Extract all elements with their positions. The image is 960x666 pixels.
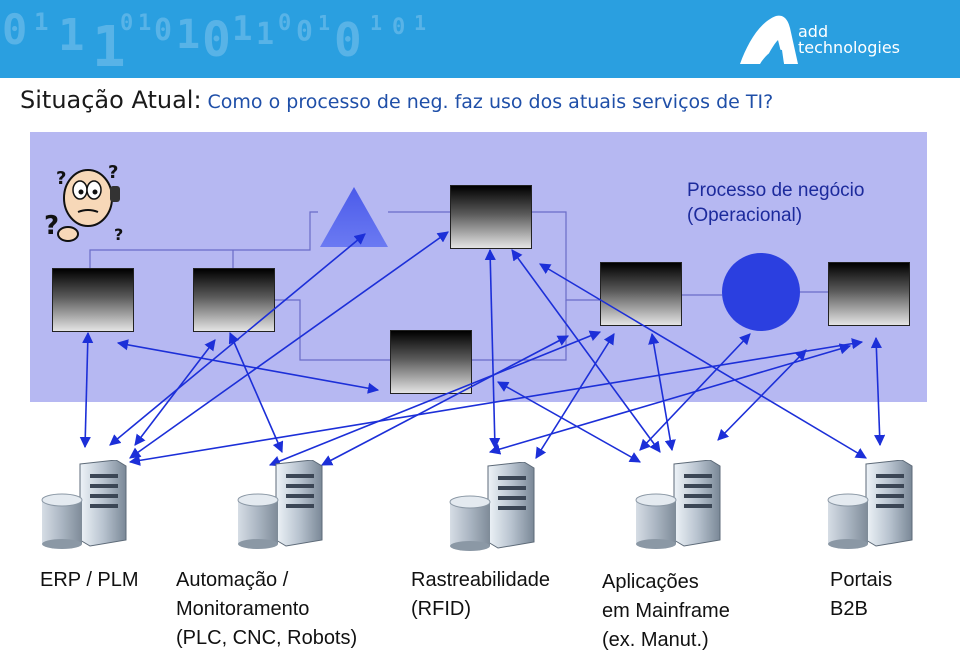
system-label-b2b: Portais B2B xyxy=(830,566,892,624)
logo-line1: add xyxy=(798,22,829,41)
connection-arrow xyxy=(648,332,676,452)
thinking-person-icon: ? ? ? ? xyxy=(44,162,123,244)
server-database-icon xyxy=(635,460,721,549)
header-banner: 0 1 1 1 0 1 0 1 0 1 1 0 0 1 0 1 0 1 add … xyxy=(0,0,960,78)
binary-digit: 1 xyxy=(34,8,48,36)
connection-arrow xyxy=(268,330,602,467)
label-line: (RFID) xyxy=(411,598,471,620)
binary-digit: 0 xyxy=(278,11,291,36)
binary-digit: 0 xyxy=(334,13,362,67)
page-title: Situação Atual:Como o processo de neg. f… xyxy=(20,86,773,126)
label-line: Monitoramento xyxy=(176,598,310,620)
binary-digit: 1 xyxy=(232,9,252,49)
connection-arrow xyxy=(79,331,94,449)
connection-arrow xyxy=(497,381,641,463)
process-box xyxy=(450,185,532,249)
binary-digit: 0 xyxy=(2,5,27,54)
server-database-icon xyxy=(827,460,913,549)
connection-arrow xyxy=(511,249,661,453)
process-label-line2: (Operacional) xyxy=(687,205,803,226)
label-line: ERP / PLM xyxy=(40,569,139,591)
binary-decoration: 0 1 1 1 0 1 0 1 0 1 1 0 0 1 0 1 0 1 xyxy=(2,5,426,78)
connection-arrow xyxy=(116,339,380,394)
system-label-mainframe: Aplicações em Mainframe (ex. Manut.) xyxy=(602,568,730,655)
connection-arrow xyxy=(484,248,501,450)
connection-arrow xyxy=(128,338,864,466)
binary-digit: 0 xyxy=(202,12,231,68)
process-label: Processo de negócio (Operacional) xyxy=(687,178,864,228)
title-subtitle: Como o processo de neg. faz uso dos atua… xyxy=(207,91,774,113)
server-database-icon xyxy=(237,460,323,549)
binary-digit: 1 xyxy=(92,15,126,78)
title-main: Situação Atual: xyxy=(20,86,202,114)
system-label-rfid: Rastreabilidade (RFID) xyxy=(411,566,550,624)
label-line: em Mainframe xyxy=(602,600,730,622)
binary-digit: 1 xyxy=(138,11,151,36)
system-label-erp: ERP / PLM xyxy=(40,566,139,595)
binary-digit: 1 xyxy=(176,12,200,58)
server-database-icon xyxy=(41,460,127,549)
binary-digit: 1 xyxy=(414,11,426,35)
binary-digit: 0 xyxy=(296,14,313,47)
svg-text:?: ? xyxy=(56,168,66,189)
binary-digit: 0 xyxy=(120,11,133,36)
label-line: B2B xyxy=(830,598,868,620)
binary-digit: 0 xyxy=(392,15,405,40)
server-database-icon xyxy=(449,462,535,551)
label-line: Aplicações xyxy=(602,571,699,593)
connection-arrow xyxy=(228,331,284,454)
connection-arrow xyxy=(639,333,751,451)
label-line: Rastreabilidade xyxy=(411,569,550,591)
logo-line2: technologies xyxy=(798,38,900,57)
label-line: (PLC, CNC, Robots) xyxy=(176,627,358,649)
binary-digit: 1 xyxy=(370,11,382,35)
connection-arrow xyxy=(870,336,886,447)
binary-digit: 0 xyxy=(154,13,172,48)
label-line: (ex. Manut.) xyxy=(602,629,709,651)
binary-digit: 1 xyxy=(256,17,274,52)
svg-text:?: ? xyxy=(108,162,118,183)
logo-wordmark: add technologies xyxy=(798,24,900,56)
connection-arrow xyxy=(539,263,867,459)
label-line: Automação / xyxy=(176,569,289,591)
connection-arrow xyxy=(109,233,366,446)
system-label-automacao: Automação / Monitoramento (PLC, CNC, Rob… xyxy=(176,566,357,653)
add-logo-icon xyxy=(740,15,798,65)
process-label-line1: Processo de negócio xyxy=(687,180,865,201)
label-line: Portais xyxy=(830,569,893,591)
binary-digit: 1 xyxy=(58,10,85,61)
binary-digit: 1 xyxy=(318,11,330,35)
connection-arrow xyxy=(134,339,216,446)
svg-text:?: ? xyxy=(44,211,59,241)
